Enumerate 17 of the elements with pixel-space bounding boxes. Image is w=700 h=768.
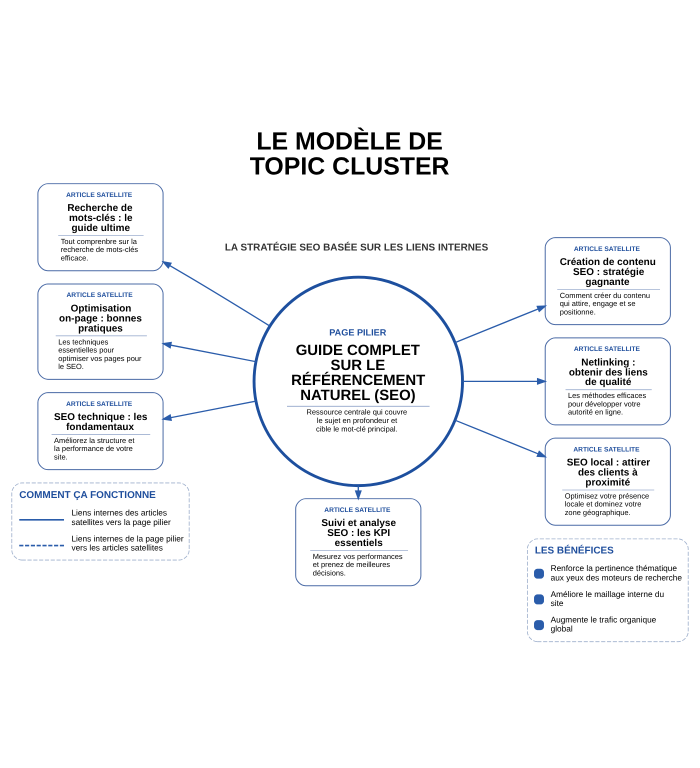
- legend-label: Liens internes des articles satellites vers la page pilier: [71, 508, 171, 526]
- label: Améliore le maillage interne du site: [550, 589, 664, 608]
- arrow: [462, 377, 548, 384]
- arrow: [161, 260, 270, 326]
- arrow: [455, 419, 548, 457]
- legend-label: Liens internes de la page pilier vers les articles satellites: [71, 534, 184, 552]
- label: Augmente le trafic organique global: [550, 615, 656, 634]
- label: LES BÉNÉFICES: [534, 544, 614, 556]
- arrow: [161, 341, 256, 362]
- node-circle: PAGE PILIER GUIDE COMPLET SUR LE RÉFÉRENCEMENT NATUREL (SEO) Ressource centrale qui couvre le sujet en profondeur et cible le mot-clé principal.: [252, 275, 464, 487]
- arrow: [161, 400, 256, 421]
- diagram-title: LE MODÈLE DE TOPIC CLUSTER: [250, 127, 450, 180]
- label: LA STRATÉGIE SEO BASÉE SUR LES LIENS INTERNES: [224, 242, 488, 253]
- arrow: [455, 304, 548, 343]
- label: COMMENT ÇA FONCTIONNE: [19, 489, 156, 500]
- label: Renforce la pertinence thématique aux yeux des moteurs de recherche: [550, 564, 682, 582]
- arrow: [354, 485, 362, 500]
